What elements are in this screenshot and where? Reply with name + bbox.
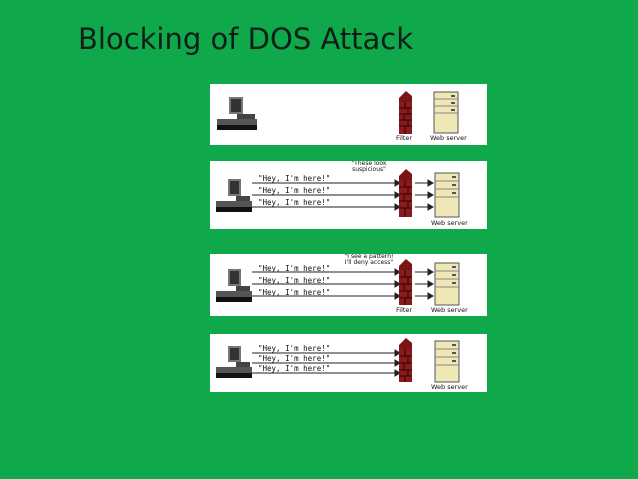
request-arrows bbox=[252, 179, 401, 211]
forward-arrows bbox=[415, 179, 434, 211]
request-arrows bbox=[252, 349, 401, 377]
diagram-panel-idle: Filter Web server bbox=[210, 84, 487, 145]
filter-speech-line: "I see a pattern! bbox=[344, 254, 394, 260]
firewall-icon bbox=[399, 169, 412, 217]
diagram-panel-pattern: "Hey, I'm here!" "Hey, I'm here!" "Hey, … bbox=[210, 254, 487, 316]
computer-icon bbox=[217, 97, 257, 130]
filter-speech-line: I'll deny access" bbox=[344, 259, 394, 266]
web-server-icon bbox=[434, 262, 460, 306]
request-message: "Hey, I'm here!" bbox=[258, 344, 331, 353]
firewall-icon bbox=[399, 338, 412, 382]
filter-label: Filter bbox=[396, 134, 413, 142]
request-message: "Hey, I'm here!" bbox=[258, 354, 331, 363]
computer-icon bbox=[216, 179, 252, 212]
forward-arrows bbox=[415, 268, 434, 300]
firewall-icon bbox=[399, 259, 412, 305]
computer-icon bbox=[216, 269, 252, 302]
panel-graphics bbox=[217, 91, 459, 134]
filter-label: Filter bbox=[396, 306, 413, 314]
diagram-panel-suspicious: "Hey, I'm here!" "Hey, I'm here!" "Hey, … bbox=[210, 161, 487, 229]
request-message: "Hey, I'm here!" bbox=[258, 264, 331, 273]
web-server-label: Web server bbox=[431, 383, 468, 391]
panel-graphics bbox=[216, 259, 460, 306]
web-server-label: Web server bbox=[431, 306, 468, 314]
request-message: "Hey, I'm here!" bbox=[258, 288, 331, 297]
computer-icon bbox=[216, 346, 252, 378]
web-server-label: Web server bbox=[431, 219, 468, 227]
diagram-panel-blocked: "Hey, I'm here!" "Hey, I'm here!" "Hey, … bbox=[210, 334, 487, 392]
web-server-icon bbox=[434, 172, 460, 218]
panel-graphics bbox=[216, 169, 460, 218]
request-message: "Hey, I'm here!" bbox=[258, 198, 331, 207]
web-server-label: Web server bbox=[430, 134, 467, 142]
request-message: "Hey, I'm here!" bbox=[258, 174, 331, 183]
filter-speech-line: suspicious" bbox=[352, 166, 386, 173]
web-server-icon bbox=[434, 340, 460, 383]
firewall-icon bbox=[399, 91, 412, 134]
slide-title: Blocking of DOS Attack bbox=[78, 22, 414, 56]
request-message: "Hey, I'm here!" bbox=[258, 186, 331, 195]
filter-speech-line: "These look bbox=[351, 161, 387, 167]
panel-graphics bbox=[216, 338, 460, 383]
request-message: "Hey, I'm here!" bbox=[258, 276, 331, 285]
web-server-icon bbox=[433, 91, 459, 134]
request-message: "Hey, I'm here!" bbox=[258, 364, 331, 373]
request-arrows bbox=[252, 268, 401, 300]
